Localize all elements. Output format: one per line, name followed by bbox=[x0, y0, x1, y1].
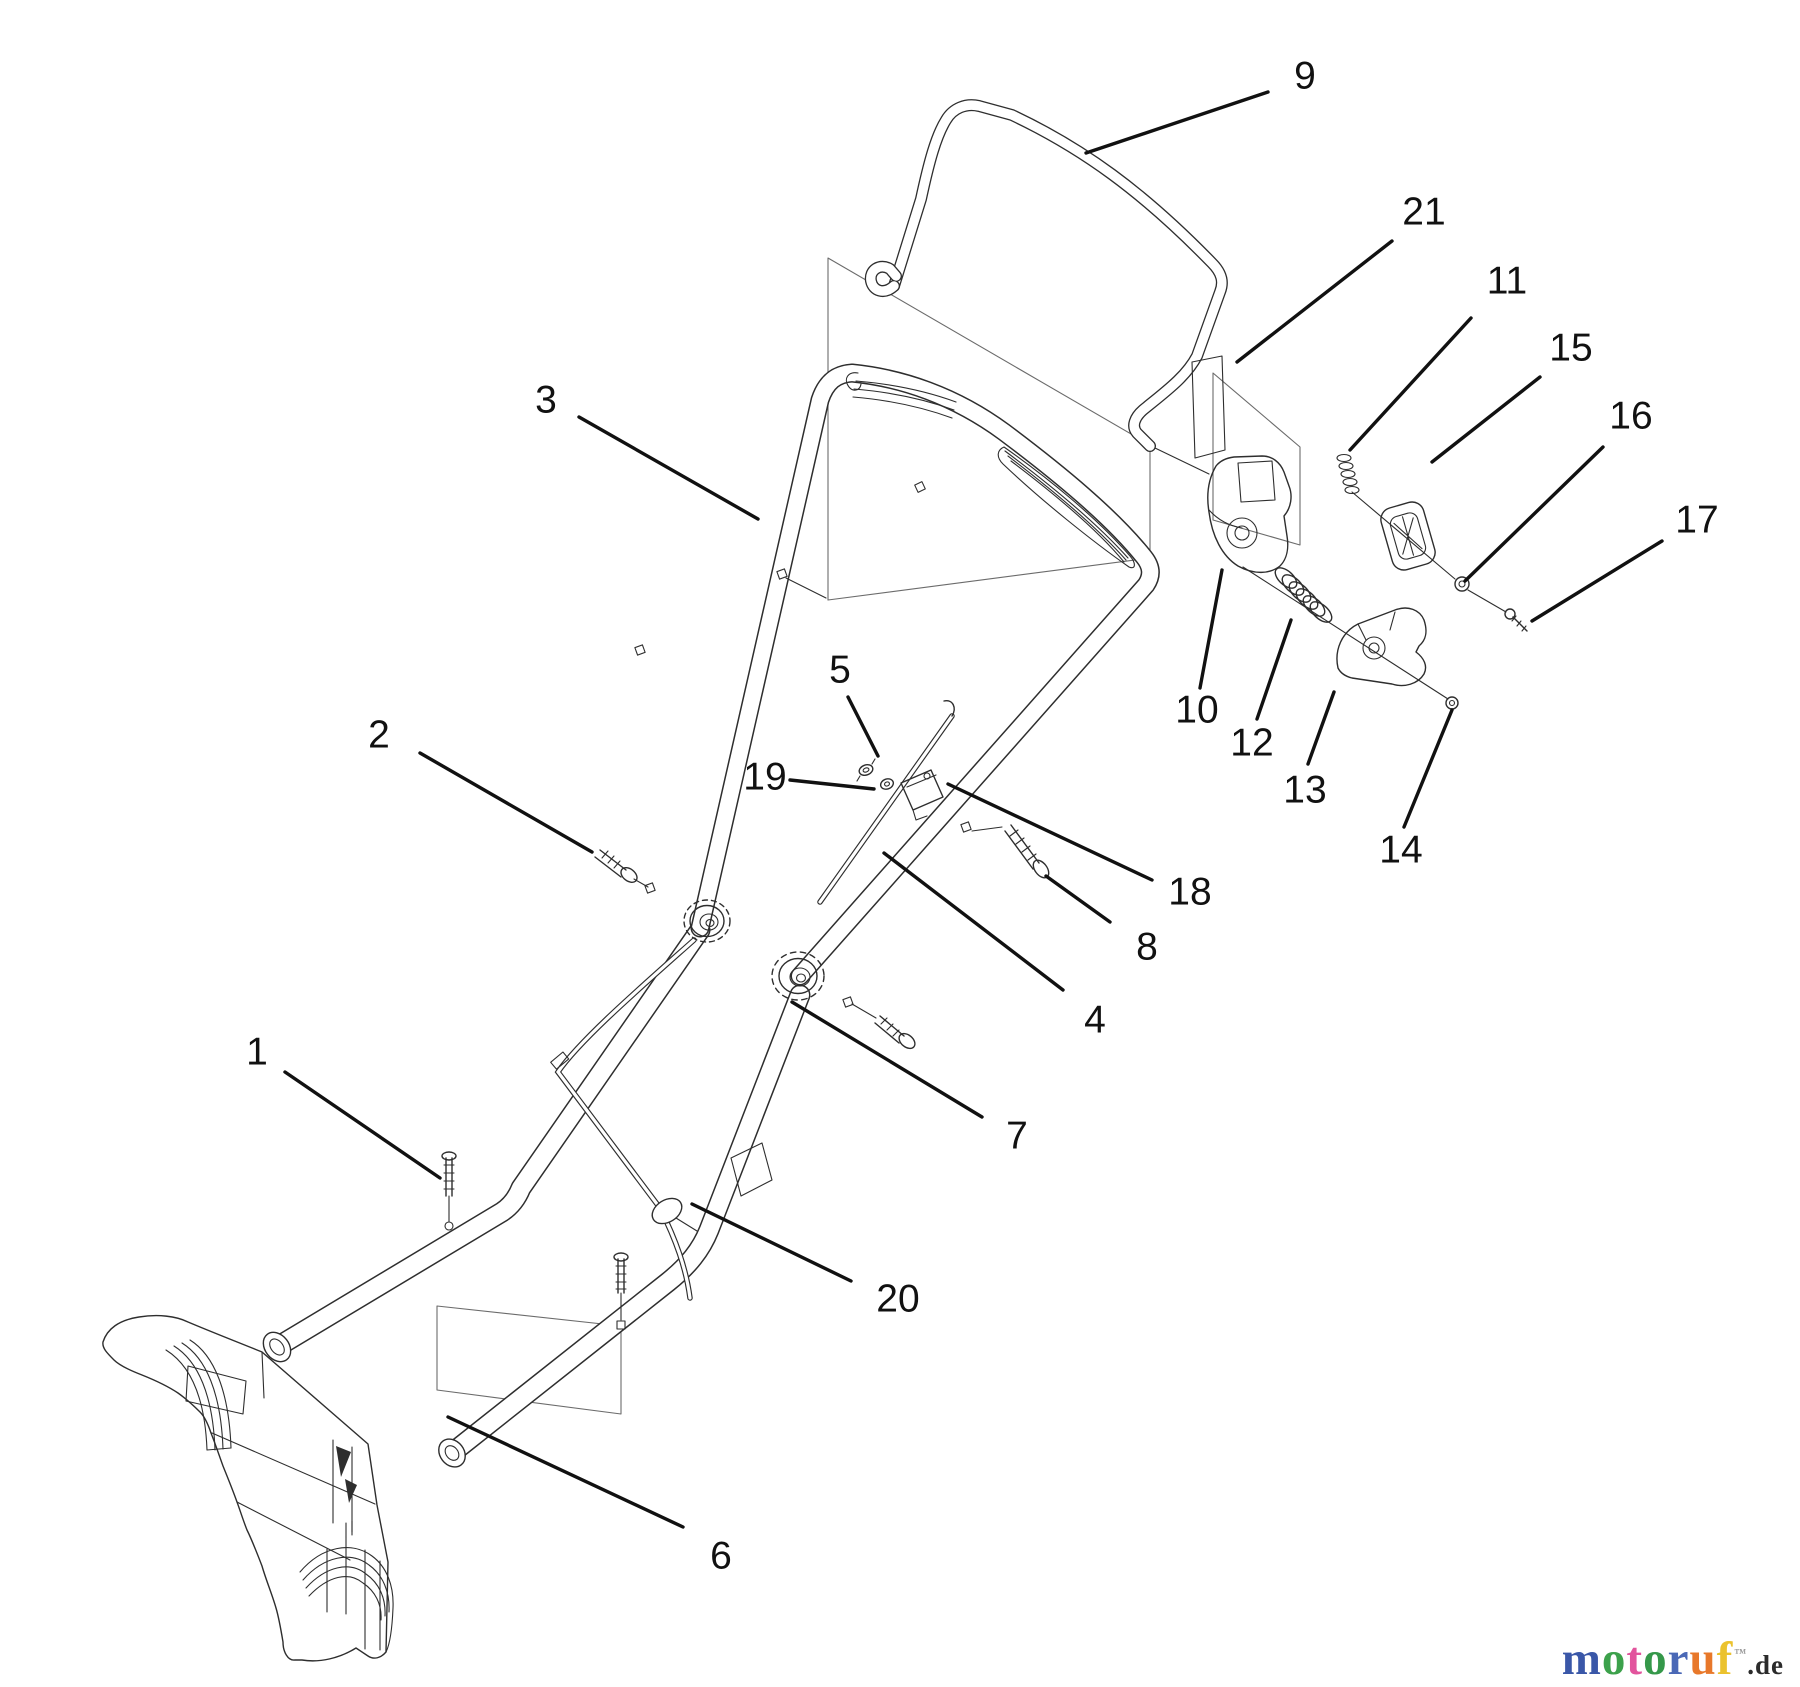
reference-plane-lower bbox=[436, 1305, 622, 1415]
leader-line-9 bbox=[1084, 90, 1270, 155]
bail-bar bbox=[864, 99, 1228, 452]
clamp-nut bbox=[856, 758, 876, 782]
callout-label-12: 12 bbox=[1230, 722, 1273, 765]
callout-label-21: 21 bbox=[1402, 191, 1445, 234]
leader-line-15 bbox=[1430, 375, 1542, 464]
cable-clip bbox=[651, 1197, 683, 1225]
callout-label-16: 16 bbox=[1609, 395, 1652, 438]
logo-letter: o bbox=[1643, 1633, 1668, 1685]
locknut bbox=[1445, 696, 1459, 710]
callout-label-14: 14 bbox=[1379, 829, 1422, 872]
leader-line-8 bbox=[1044, 874, 1112, 924]
logo-wordmark: motoruf bbox=[1562, 1633, 1733, 1685]
leader-line-18 bbox=[946, 782, 1154, 882]
upper-handle bbox=[634, 363, 1160, 986]
logo-letter: r bbox=[1667, 1633, 1690, 1685]
callout-label-2: 2 bbox=[368, 714, 390, 757]
callout-label-13: 13 bbox=[1283, 769, 1326, 812]
callout-label-8: 8 bbox=[1136, 926, 1158, 969]
deck-window bbox=[185, 1365, 247, 1415]
logo-letter: o bbox=[1601, 1633, 1627, 1685]
leader-line-21 bbox=[1235, 239, 1394, 364]
handle-grip-pad bbox=[997, 446, 1135, 569]
leader-line-16 bbox=[1463, 445, 1605, 583]
handle-grip-sleeve bbox=[845, 372, 957, 419]
handle-knobs bbox=[441, 821, 1050, 1330]
cable-and-rod bbox=[550, 700, 955, 1301]
callout-label-18: 18 bbox=[1168, 871, 1211, 914]
screw-upper-knob bbox=[594, 849, 656, 894]
leader-line-20 bbox=[690, 1202, 853, 1283]
callout-label-9: 9 bbox=[1294, 55, 1316, 98]
small-screw bbox=[1504, 608, 1528, 632]
spring-large bbox=[1274, 567, 1333, 623]
mower-deck bbox=[102, 1314, 394, 1662]
decal bbox=[1191, 355, 1226, 459]
leader-line-3 bbox=[577, 415, 760, 521]
leader-line-4 bbox=[882, 851, 1065, 992]
leader-line-10 bbox=[1198, 568, 1224, 690]
mount-bolt-right bbox=[613, 1252, 629, 1330]
logo-letter: f bbox=[1716, 1633, 1734, 1685]
starter-cover-plate bbox=[1380, 501, 1436, 571]
callout-label-4: 4 bbox=[1084, 999, 1106, 1042]
callout-label-11: 11 bbox=[1487, 260, 1528, 303]
screw-clamp bbox=[960, 821, 1050, 879]
logo-letter: t bbox=[1626, 1633, 1644, 1685]
screw-lower-knob bbox=[842, 996, 916, 1050]
leader-line-5 bbox=[846, 695, 880, 758]
brake-hardware-exploded bbox=[1154, 355, 1528, 710]
spring-small bbox=[1336, 453, 1360, 495]
callout-label-3: 3 bbox=[535, 379, 557, 422]
logo-domain-suffix: .de bbox=[1747, 1650, 1784, 1680]
callout-label-7: 7 bbox=[1006, 1115, 1028, 1158]
leader-line-19 bbox=[788, 778, 876, 791]
motoruf-logo-link[interactable]: motoruf™.de bbox=[1562, 1636, 1784, 1683]
leader-line-1 bbox=[283, 1070, 442, 1180]
knob-lower bbox=[771, 951, 825, 1001]
callout-label-15: 15 bbox=[1549, 327, 1592, 370]
leader-line-14 bbox=[1402, 708, 1454, 829]
leader-line-2 bbox=[418, 751, 594, 854]
leader-line-13 bbox=[1306, 690, 1336, 766]
right-tube-mount-plate bbox=[730, 1142, 773, 1197]
left-tube-open-end bbox=[262, 1331, 292, 1363]
mount-bolt-left bbox=[441, 1151, 457, 1231]
pivot-bracket bbox=[1336, 607, 1427, 687]
lower-handle-right-tube bbox=[441, 984, 811, 1464]
lower-handle-tubes bbox=[262, 919, 811, 1468]
logo-letter: m bbox=[1561, 1633, 1602, 1685]
callout-label-1: 1 bbox=[246, 1031, 268, 1074]
callout-label-17: 17 bbox=[1675, 499, 1718, 542]
leader-line-11 bbox=[1348, 316, 1473, 452]
callout-label-19: 19 bbox=[743, 756, 786, 799]
leader-line-12 bbox=[1255, 618, 1293, 721]
clamp-washer bbox=[879, 778, 895, 790]
logo-trademark: ™ bbox=[1734, 1646, 1748, 1661]
logo-letter: u bbox=[1689, 1633, 1717, 1685]
cable-clamp bbox=[900, 769, 944, 821]
callout-label-5: 5 bbox=[829, 649, 851, 692]
callout-label-20: 20 bbox=[876, 1278, 919, 1321]
leader-line-6 bbox=[446, 1415, 685, 1529]
right-tube-open-end bbox=[438, 1438, 466, 1468]
leader-line-7 bbox=[790, 1000, 984, 1119]
brake-bracket bbox=[1207, 455, 1292, 574]
leader-line-17 bbox=[1530, 539, 1664, 623]
callout-label-6: 6 bbox=[710, 1535, 732, 1578]
callout-label-10: 10 bbox=[1175, 689, 1218, 732]
knob-upper bbox=[683, 899, 731, 943]
flange-nut bbox=[1454, 576, 1470, 592]
